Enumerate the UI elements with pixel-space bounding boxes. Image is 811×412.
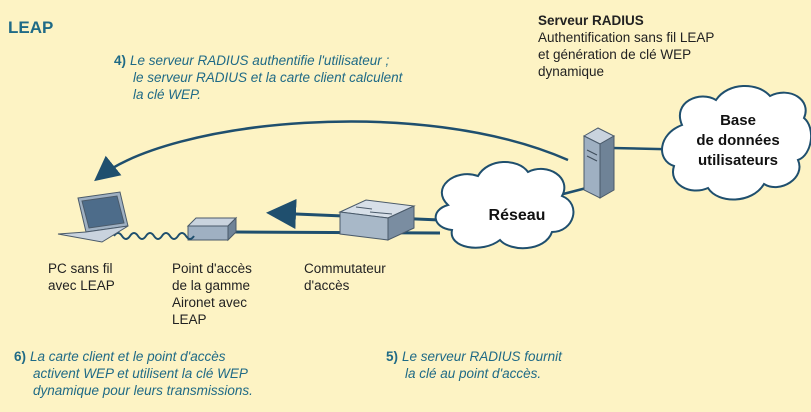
network-cloud-label: Réseau bbox=[489, 207, 546, 224]
diagram-title: LEAP bbox=[8, 18, 54, 37]
pc-label: PC sans fil avec LEAP bbox=[48, 260, 115, 294]
radius-server-line-2: et génération de clé WEP bbox=[538, 47, 692, 62]
step-4-text: 4)Le serveur RADIUS authentifie l'utilis… bbox=[114, 52, 402, 103]
link-ap-switch bbox=[234, 230, 441, 235]
database-cloud-line-1: Base bbox=[720, 112, 756, 129]
radius-server-line-3: dynamique bbox=[538, 64, 605, 79]
step-5-line-1: Le serveur RADIUS fournit bbox=[402, 349, 562, 364]
pc-label-line-2: avec LEAP bbox=[48, 278, 115, 293]
ap-label-line-4: LEAP bbox=[172, 312, 207, 327]
key-transfer-arrow bbox=[94, 120, 569, 182]
step-5-line-2: la clé au point d'accès. bbox=[405, 366, 542, 381]
step-5-text: 5)Le serveur RADIUS fournit la clé au po… bbox=[386, 348, 562, 382]
ap-label-line-2: de la gamme bbox=[172, 278, 251, 293]
ap-label-line-3: Aironet avec bbox=[172, 295, 248, 310]
ap-label-line-1: Point d'accès bbox=[172, 261, 252, 276]
switch-label: Commutateur d'accès bbox=[304, 260, 386, 294]
step-4-line-3: la clé WEP. bbox=[133, 87, 202, 102]
step-6-number: 6) bbox=[14, 349, 27, 364]
step-4-line-2: le serveur RADIUS et la carte client cal… bbox=[133, 70, 403, 85]
step-5-number: 5) bbox=[386, 349, 399, 364]
step-6-line-2: activent WEP et utilisent la clé WEP bbox=[33, 366, 248, 381]
database-cloud-line-2: de données bbox=[696, 132, 779, 149]
ap-label: Point d'accès de la gamme Aironet avec L… bbox=[172, 260, 252, 328]
step-6-line-1: La carte client et le point d'accès bbox=[30, 349, 226, 364]
step-4-number: 4) bbox=[114, 53, 127, 68]
network-cloud: Réseau bbox=[434, 160, 575, 250]
database-cloud-line-3: utilisateurs bbox=[698, 152, 778, 169]
laptop-icon bbox=[57, 191, 129, 243]
wireless-link-pc-ap bbox=[113, 232, 195, 240]
step-4-line-1: Le serveur RADIUS authentifie l'utilisat… bbox=[130, 53, 390, 68]
step-6-line-3: dynamique pour leurs transmissions. bbox=[33, 383, 253, 398]
radius-server-icon bbox=[582, 127, 616, 199]
access-switch-icon bbox=[338, 199, 416, 241]
radius-server-label: Serveur RADIUS Authentification sans fil… bbox=[538, 12, 714, 80]
radius-server-heading: Serveur RADIUS bbox=[538, 13, 644, 28]
pc-label-line-1: PC sans fil bbox=[48, 261, 113, 276]
radius-server-line-1: Authentification sans fil LEAP bbox=[538, 30, 715, 45]
switch-label-line-2: d'accès bbox=[304, 278, 350, 293]
step-6-text: 6)La carte client et le point d'accès ac… bbox=[14, 348, 253, 399]
switch-label-line-1: Commutateur bbox=[304, 261, 386, 276]
database-cloud: Base de données utilisateurs bbox=[661, 84, 811, 201]
access-point-icon bbox=[186, 216, 238, 242]
